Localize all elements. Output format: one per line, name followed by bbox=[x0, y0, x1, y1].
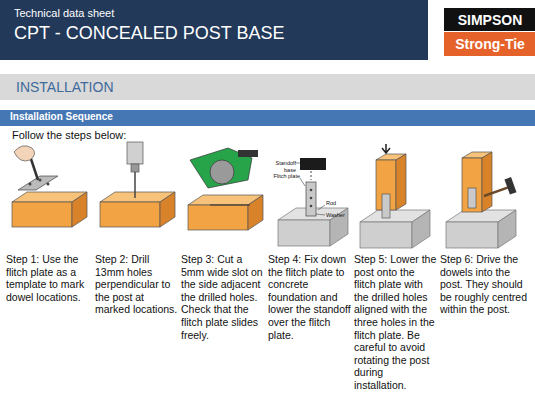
part-label: Rod bbox=[326, 200, 356, 207]
step-text: Step 5: Lower the post onto the flitch p… bbox=[354, 253, 438, 392]
part-label: Standoff base bbox=[270, 160, 296, 173]
logo-box: SIMPSON bbox=[444, 8, 535, 31]
node-text: Technical data sheet bbox=[14, 7, 428, 19]
step-text: Step 6: Drive the dowels into the post. … bbox=[440, 253, 530, 316]
step-text: Step 4: Fix down the flitch plate to con… bbox=[268, 253, 352, 341]
node-text: SIMPSON bbox=[458, 12, 523, 28]
logo-box: Strong-Tie bbox=[444, 32, 535, 56]
part-label: Flitch plate bbox=[268, 173, 300, 180]
document-title: CPT - CONCEALED POST BASE bbox=[14, 23, 428, 44]
intro-text: Follow the steps below: bbox=[12, 129, 312, 142]
node-text: Strong-Tie bbox=[455, 36, 525, 52]
node-text: Installation Sequence bbox=[10, 111, 535, 122]
step-text: Step 2: Drill 13mm holes perpendicular t… bbox=[95, 253, 179, 316]
step-text: Step 1: Use the flitch plate as a templa… bbox=[6, 253, 92, 303]
header-band: Technical data sheetCPT - CONCEALED POST… bbox=[0, 0, 428, 60]
step-text: Step 3: Cut a 5mm wide slot on the side … bbox=[181, 253, 265, 341]
node-text: INSTALLATION bbox=[16, 79, 535, 95]
subsection-bar: Installation Sequence bbox=[0, 110, 535, 126]
part-label: Washer bbox=[326, 212, 356, 219]
section-band: INSTALLATION bbox=[0, 74, 535, 100]
